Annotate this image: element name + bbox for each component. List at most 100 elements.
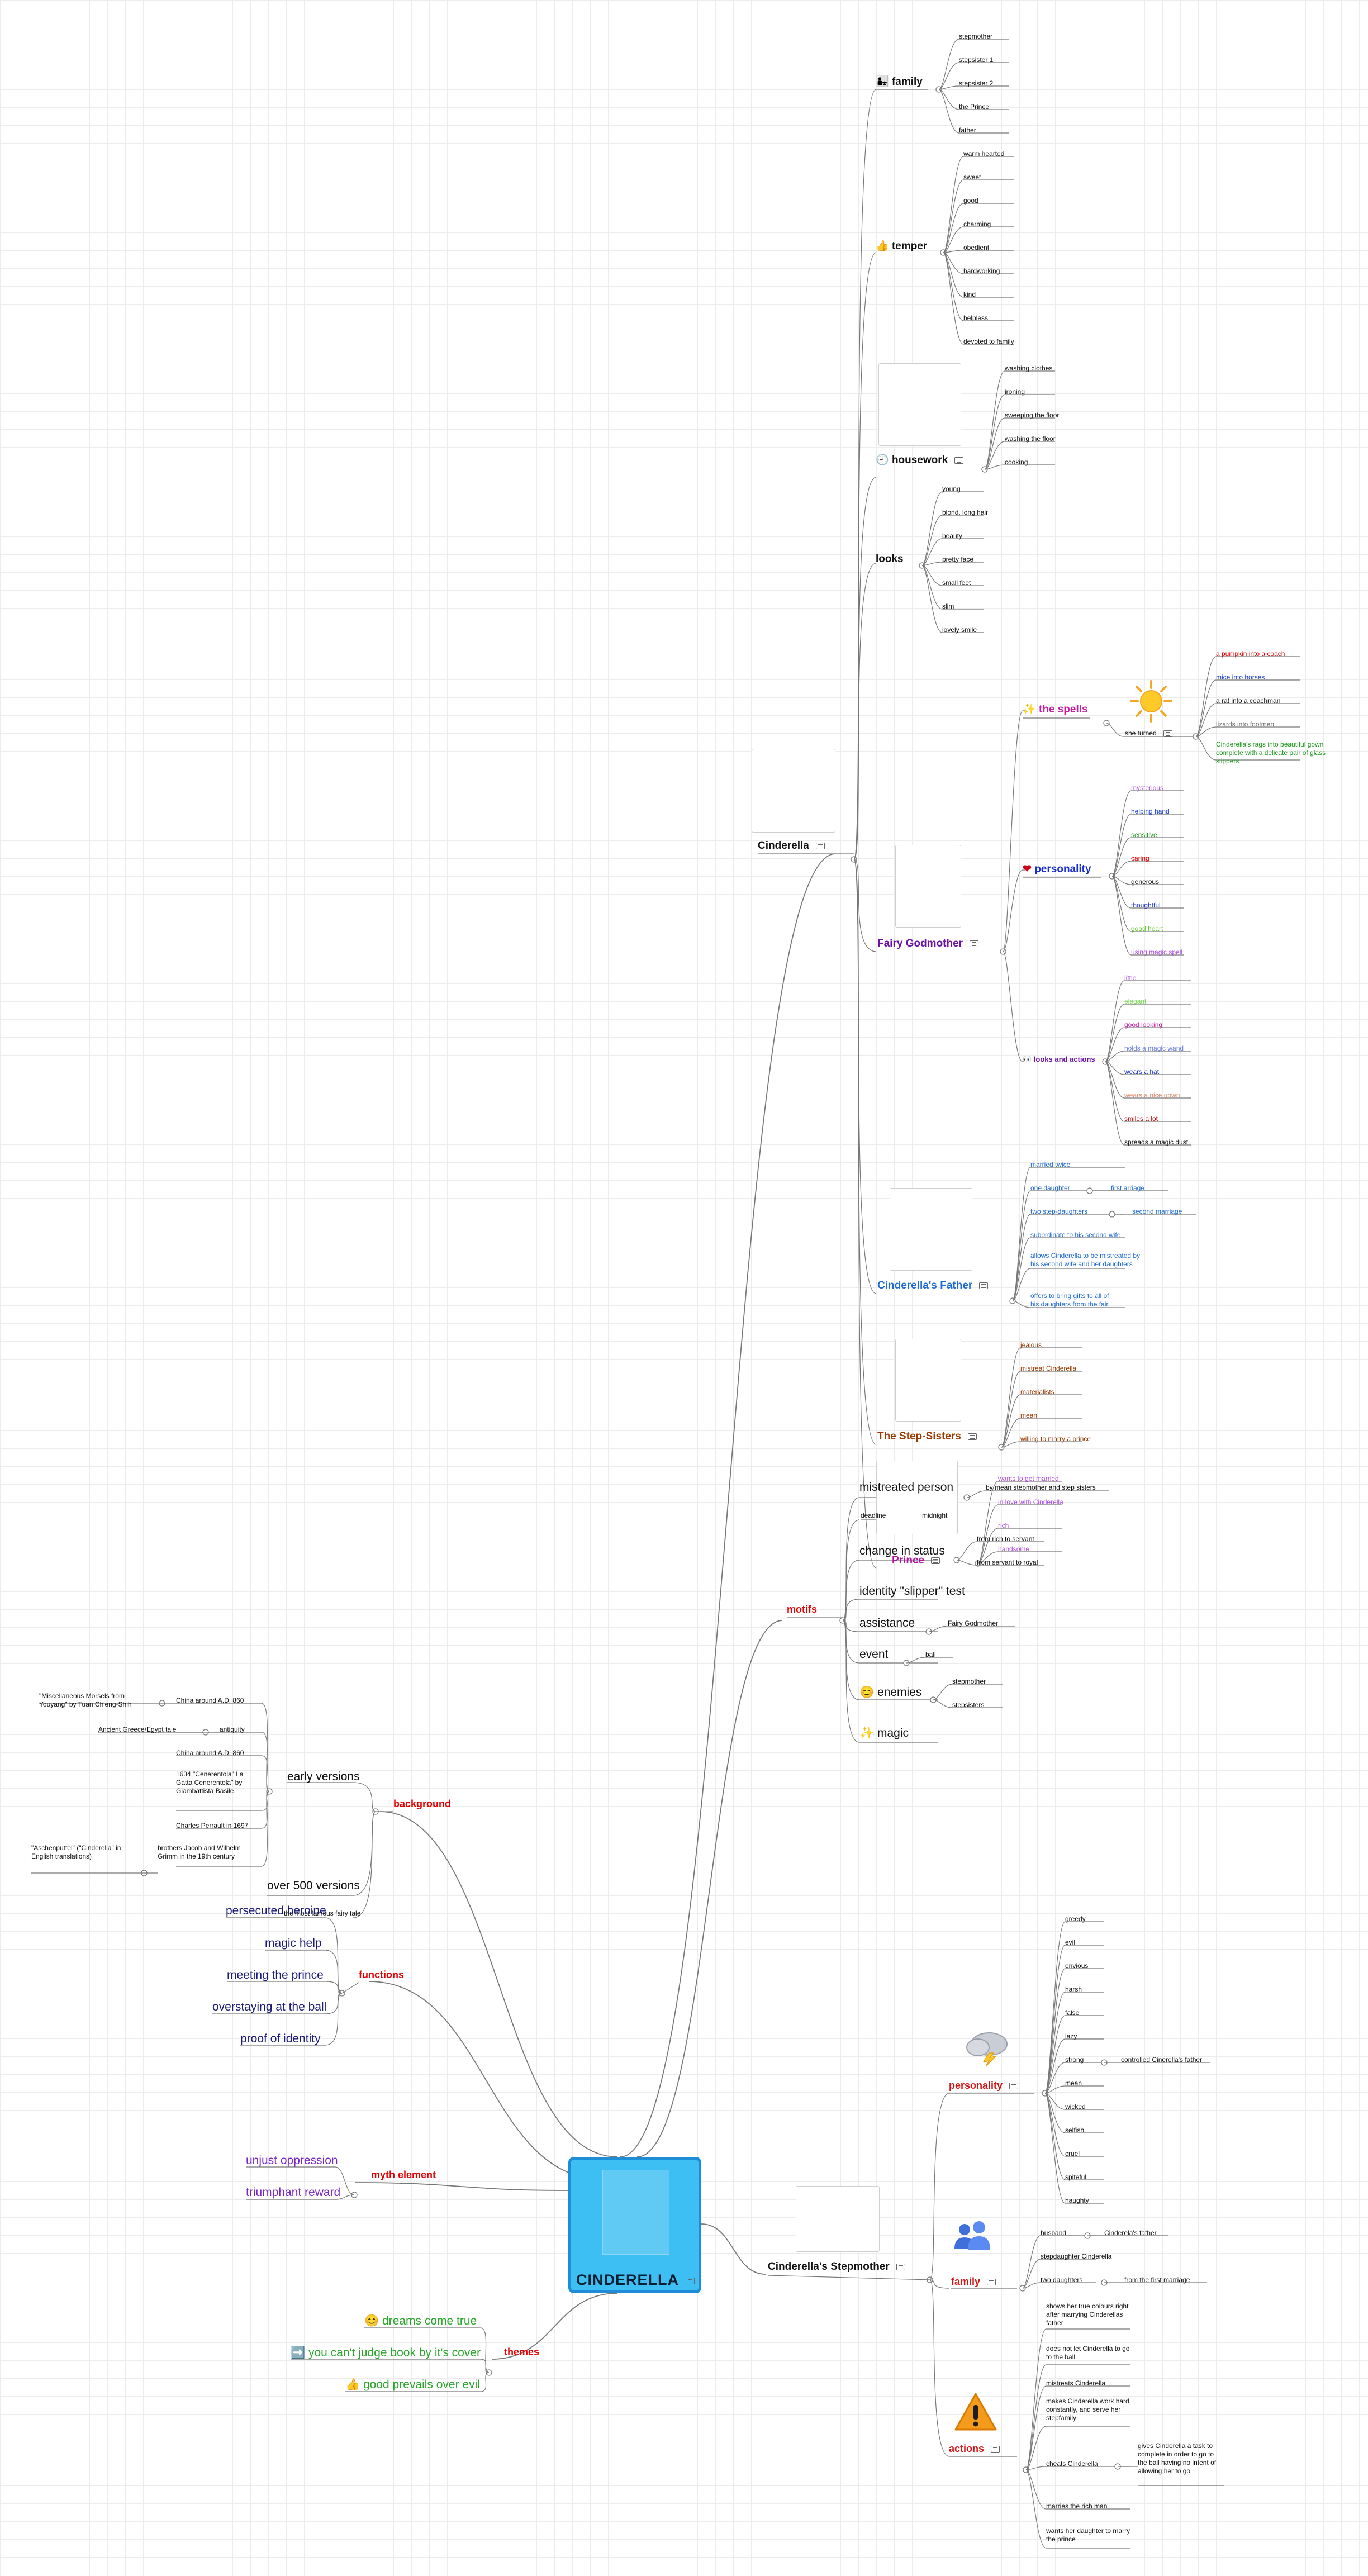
note-icon[interactable]: [979, 1282, 989, 1289]
list-item[interactable]: pretty face: [942, 555, 974, 563]
motif-event[interactable]: event: [859, 1648, 889, 1661]
version-source[interactable]: "Aschenputtel" ("Cinderella" in English …: [31, 1844, 121, 1860]
list-item[interactable]: strong: [1065, 2056, 1084, 2064]
list-item[interactable]: devoted to family: [963, 338, 1014, 345]
stepmother-personality-node[interactable]: personality: [949, 2080, 1019, 2092]
cinderella-family-node[interactable]: 👨‍👧 family: [876, 76, 923, 88]
stepmother-node[interactable]: Cinderella's Stepmother: [768, 2261, 905, 2273]
note-icon[interactable]: [1163, 730, 1172, 737]
list-item[interactable]: selfish: [1065, 2126, 1085, 2134]
function-item[interactable]: meeting the prince: [227, 1969, 324, 1981]
early-versions[interactable]: early versions: [287, 1770, 360, 1783]
list-item[interactable]: blond, long hair: [942, 508, 989, 516]
list-item[interactable]: in love with Cinderella: [998, 1498, 1063, 1506]
motif-magic[interactable]: ✨ magic: [859, 1727, 909, 1739]
most-famous[interactable]: the most famous fairy tale: [284, 1909, 361, 1917]
function-item[interactable]: proof of identity: [240, 2032, 321, 2045]
list-item[interactable]: stepsisters: [952, 1701, 985, 1709]
list-item[interactable]: lazy: [1065, 2032, 1077, 2040]
action-item[interactable]: does not let Cinderella to go to the bal…: [1046, 2345, 1130, 2361]
list-item[interactable]: rich: [998, 1522, 1009, 1529]
theme-item[interactable]: 😊 dreams come true: [364, 2314, 477, 2327]
list-item[interactable]: ironing: [1005, 388, 1025, 396]
list-item[interactable]: wears a nice gown: [1124, 1091, 1180, 1099]
list-item[interactable]: helpless: [963, 314, 989, 322]
list-item[interactable]: beauty: [942, 532, 963, 540]
list-item[interactable]: cooking: [1005, 458, 1028, 466]
note-icon[interactable]: [931, 1557, 940, 1564]
action-item[interactable]: marries the rich man: [1046, 2502, 1108, 2510]
note-icon[interactable]: [970, 940, 979, 947]
list-item[interactable]: evil: [1065, 1938, 1076, 1946]
list-item[interactable]: willing to marry a prince: [1020, 1435, 1091, 1443]
note-icon[interactable]: [954, 457, 964, 464]
motif-slipper[interactable]: identity "slipper" test: [859, 1585, 965, 1598]
list-item[interactable]: slim: [942, 602, 954, 610]
version-item[interactable]: antiquity: [220, 1726, 245, 1733]
version-item[interactable]: Charles Perrault in 1697: [176, 1822, 249, 1829]
action-item[interactable]: cheats Cinderella: [1046, 2460, 1098, 2468]
father-node[interactable]: Cinderella's Father: [877, 1280, 989, 1292]
theme-item[interactable]: ➡️ you can't judge book by it's cover: [291, 2346, 481, 2359]
list-item[interactable]: father: [959, 126, 976, 134]
version-item[interactable]: brothers Jacob and Wilhelm Grimm in the …: [158, 1844, 241, 1860]
list-item[interactable]: smiles a lot: [1124, 1115, 1158, 1123]
she-turned-node[interactable]: she turned: [1125, 729, 1172, 738]
fairy-personality-node[interactable]: ❤ personality: [1023, 863, 1091, 875]
background-node[interactable]: background: [393, 1798, 452, 1809]
one-daughter[interactable]: one daughter: [1030, 1184, 1070, 1192]
list-item[interactable]: greedy: [1065, 1915, 1086, 1923]
list-item[interactable]: a rat into a coachman: [1216, 697, 1281, 705]
family-husband[interactable]: husband: [1041, 2229, 1067, 2237]
offers-gifts[interactable]: offers to bring gifts to all of his daug…: [1030, 1292, 1109, 1308]
list-item[interactable]: good: [963, 197, 978, 205]
cinderella-node[interactable]: Cinderella: [758, 840, 825, 852]
list-item[interactable]: mice into horses: [1216, 673, 1265, 681]
step-sisters-node[interactable]: The Step-Sisters: [877, 1430, 977, 1443]
version-item[interactable]: China around A.D. 860: [176, 1696, 244, 1704]
list-item[interactable]: washing the floor: [1005, 435, 1056, 443]
list-item[interactable]: warm hearted: [963, 150, 1005, 158]
theme-item[interactable]: 👍 good prevails over evil: [345, 2378, 480, 2391]
list-item[interactable]: obedient: [963, 244, 990, 251]
list-item[interactable]: charming: [963, 220, 991, 228]
list-item[interactable]: envious: [1065, 1962, 1089, 1970]
motif-event-item[interactable]: ball: [925, 1651, 936, 1658]
list-item[interactable]: spiteful: [1065, 2173, 1087, 2181]
note-icon[interactable]: [896, 2263, 905, 2270]
family-two-daughters[interactable]: two daughters: [1041, 2276, 1083, 2284]
strong-detail[interactable]: controlled Cinerella's father: [1121, 2056, 1203, 2064]
version-source[interactable]: Ancient Greece/Egypt tale: [98, 1726, 177, 1733]
list-item[interactable]: from rich to servant: [977, 1535, 1034, 1543]
fairy-godmother-node[interactable]: Fairy Godmother: [877, 938, 979, 950]
motif-assistance-by[interactable]: Fairy Godmother: [948, 1619, 999, 1627]
married-twice[interactable]: married twice: [1030, 1161, 1071, 1168]
list-item[interactable]: Cinderella's rags into beautiful gown co…: [1216, 740, 1326, 765]
motifs-node[interactable]: motifs: [787, 1604, 817, 1615]
note-icon[interactable]: [815, 842, 825, 849]
list-item[interactable]: handsome: [998, 1545, 1030, 1553]
list-item[interactable]: generous: [1131, 878, 1160, 886]
list-item[interactable]: wicked: [1065, 2103, 1086, 2111]
list-item[interactable]: mean: [1065, 2079, 1082, 2087]
list-item[interactable]: sweeping the floor: [1005, 411, 1060, 419]
note-icon[interactable]: [967, 1433, 977, 1440]
version-item[interactable]: 1634 "Cenerentola" La Gatta Cenerentola"…: [176, 1770, 244, 1795]
list-item[interactable]: good looking: [1124, 1021, 1163, 1029]
function-item[interactable]: magic help: [265, 1937, 322, 1950]
version-item[interactable]: China around A.D. 860: [176, 1749, 244, 1757]
motif-mistreated[interactable]: mistreated person: [859, 1481, 954, 1494]
cheats-detail[interactable]: gives Cinderella a task to complete in o…: [1138, 2442, 1217, 2475]
motif-mistreated-by[interactable]: by mean stepmother and step sisters: [986, 1484, 1096, 1491]
cinderella-housework-node[interactable]: 🕘 housework: [876, 454, 964, 467]
function-item[interactable]: overstaying at the ball: [212, 2000, 327, 2013]
first-marriage[interactable]: first arriage: [1111, 1184, 1145, 1192]
list-item[interactable]: elegant: [1124, 997, 1147, 1005]
two-step-daughters[interactable]: two step-daughters: [1030, 1208, 1088, 1215]
list-item[interactable]: stepsister 2: [959, 79, 994, 87]
family-husband-detail[interactable]: Cinderela's father: [1104, 2229, 1157, 2237]
list-item[interactable]: using magic spell: [1131, 948, 1183, 956]
list-item[interactable]: a pumpkin into a coach: [1216, 650, 1285, 658]
list-item[interactable]: mean: [1020, 1411, 1038, 1419]
list-item[interactable]: sweet: [963, 173, 981, 181]
